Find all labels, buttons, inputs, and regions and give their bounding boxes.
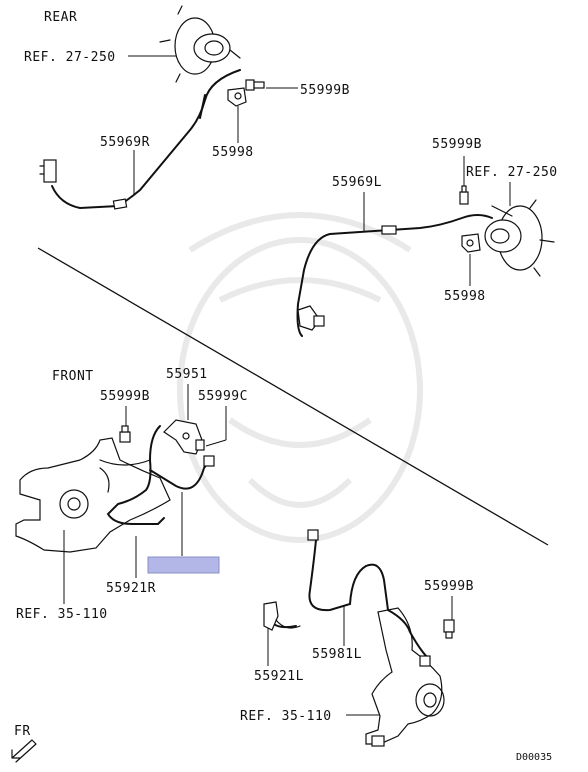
rear-left-clip [461, 233, 481, 253]
part-55969l-label: 55969L [332, 175, 382, 190]
ref-front-left-label: REF. 35-110 [240, 709, 332, 724]
highlight-marker[interactable] [147, 556, 220, 574]
part-55999b-label-b: 55999B [432, 137, 482, 152]
rear-section-title: REAR [44, 10, 77, 25]
rear-left-bolt [459, 185, 469, 205]
rear-right-bolt [245, 79, 265, 91]
part-55998-label-a: 55998 [212, 145, 254, 160]
part-55969r-label: 55969R [100, 135, 150, 150]
ref-front-right-label: REF. 35-110 [16, 607, 108, 622]
front-left-sensor-harness [263, 529, 431, 667]
part-55921r-label: 55921R [106, 581, 156, 596]
front-section-title: FRONT [52, 369, 94, 384]
front-right-sensor-harness [99, 425, 215, 525]
front-right-bolts [119, 425, 205, 451]
orientation-label: FR [14, 724, 31, 739]
front-arrow-icon [11, 739, 37, 763]
diagram-id: D00035 [516, 752, 552, 763]
part-55951-label: 55951 [166, 367, 208, 382]
rear-right-hub [159, 5, 241, 83]
part-55999b-label-c: 55999B [100, 389, 150, 404]
rear-left-sensor-harness [296, 214, 493, 337]
front-left-knuckle [365, 607, 445, 747]
rear-right-clip [227, 87, 247, 107]
part-55999b-label-a: 55999B [300, 83, 350, 98]
ref-rear-right-label: REF. 27-250 [24, 50, 116, 65]
part-55999c-leader-b [205, 439, 227, 447]
part-55921l-label: 55921L [254, 669, 304, 684]
part-55999b-label-d: 55999B [424, 579, 474, 594]
ref-rear-left-label: REF. 27-250 [466, 165, 558, 180]
watermark-logo [177, 212, 423, 543]
front-right-knuckle [15, 437, 171, 553]
part-55981l-label: 55981L [312, 647, 362, 662]
rear-left-hub [484, 199, 555, 277]
part-55999c-label: 55999C [198, 389, 248, 404]
part-55998-label-b: 55998 [444, 289, 486, 304]
section-divider [37, 247, 549, 546]
rear-right-sensor-harness [39, 69, 241, 210]
front-left-bolt [443, 619, 455, 639]
